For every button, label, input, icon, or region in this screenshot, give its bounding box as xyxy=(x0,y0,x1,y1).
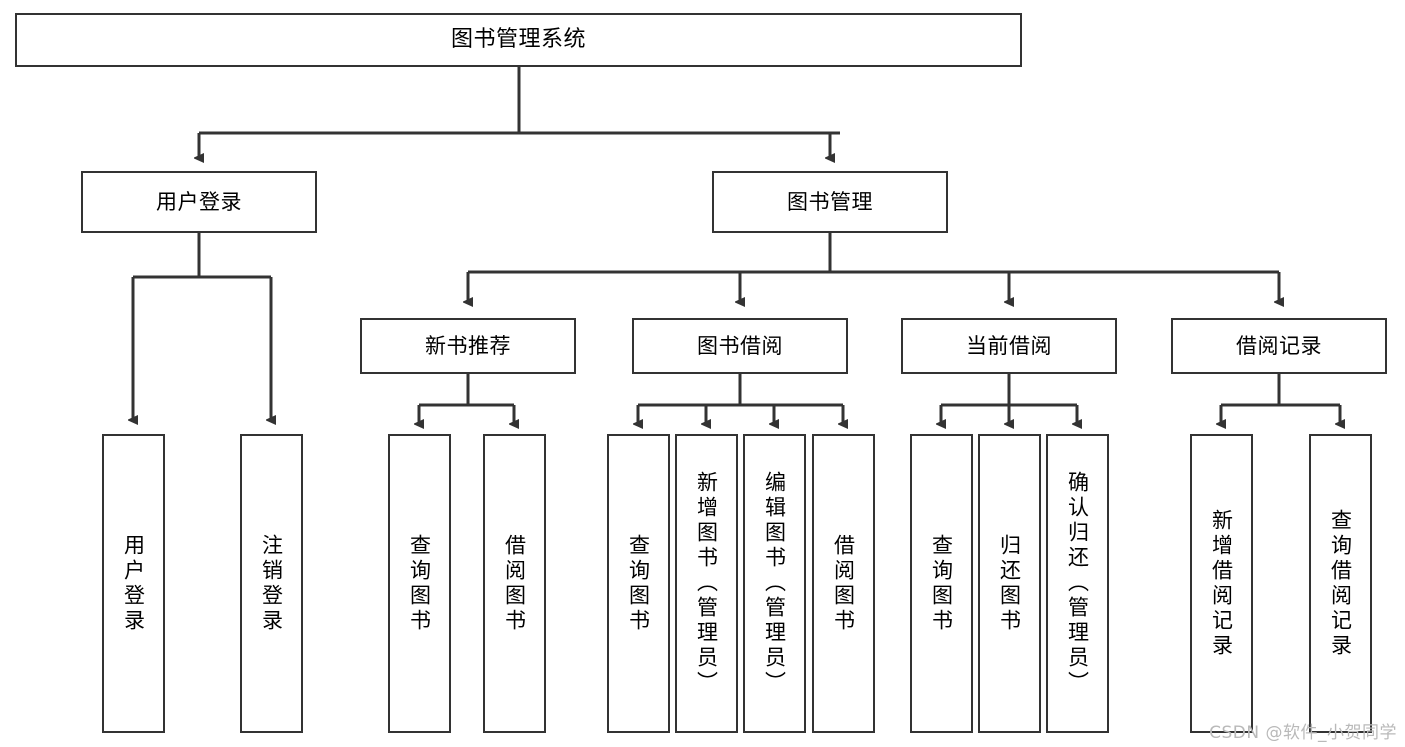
leaf-user-login-signin[interactable]: 用户登录 xyxy=(102,434,165,733)
leaf-label: 查询图书 xyxy=(407,533,432,634)
node-new-book-recommend[interactable]: 新书推荐 xyxy=(360,318,576,374)
watermark-text: CSDN @软件_小贺同学 xyxy=(1209,723,1397,743)
leaf-recommend-borrow-book[interactable]: 借阅图书 xyxy=(483,434,546,733)
leaf-record-query-record[interactable]: 查询借阅记录 xyxy=(1309,434,1372,733)
leaf-label: 查询图书 xyxy=(929,533,954,634)
leaf-label: 查询借阅记录 xyxy=(1328,508,1353,659)
node-borrow-record[interactable]: 借阅记录 xyxy=(1171,318,1387,374)
leaf-borrow-add-book-admin[interactable]: 新增图书（管理员） xyxy=(675,434,738,733)
leaf-label: 编辑图书（管理员） xyxy=(762,471,787,696)
leaf-label: 新增图书（管理员） xyxy=(694,471,719,696)
leaf-label: 借阅图书 xyxy=(831,533,856,634)
leaf-current-return-book[interactable]: 归还图书 xyxy=(978,434,1041,733)
node-root-system[interactable]: 图书管理系统 xyxy=(15,13,1022,67)
leaf-user-login-signout[interactable]: 注销登录 xyxy=(240,434,303,733)
leaf-current-confirm-return-admin[interactable]: 确认归还（管理员） xyxy=(1046,434,1109,733)
leaf-borrow-edit-book-admin[interactable]: 编辑图书（管理员） xyxy=(743,434,806,733)
leaf-record-add-record[interactable]: 新增借阅记录 xyxy=(1190,434,1253,733)
leaf-current-query-book[interactable]: 查询图书 xyxy=(910,434,973,733)
leaf-recommend-query-book[interactable]: 查询图书 xyxy=(388,434,451,733)
node-current-borrow[interactable]: 当前借阅 xyxy=(901,318,1117,374)
leaf-label: 查询图书 xyxy=(626,533,651,634)
node-book-borrow[interactable]: 图书借阅 xyxy=(632,318,848,374)
leaf-borrow-borrow-book[interactable]: 借阅图书 xyxy=(812,434,875,733)
leaf-borrow-query-book[interactable]: 查询图书 xyxy=(607,434,670,733)
node-book-management[interactable]: 图书管理 xyxy=(712,171,948,233)
leaf-label: 借阅图书 xyxy=(502,533,527,634)
leaf-label: 新增借阅记录 xyxy=(1209,508,1234,659)
leaf-label: 用户登录 xyxy=(121,533,146,634)
node-user-login[interactable]: 用户登录 xyxy=(81,171,317,233)
leaf-label: 确认归还（管理员） xyxy=(1065,471,1090,696)
leaf-label: 注销登录 xyxy=(259,533,284,634)
leaf-label: 归还图书 xyxy=(997,533,1022,634)
